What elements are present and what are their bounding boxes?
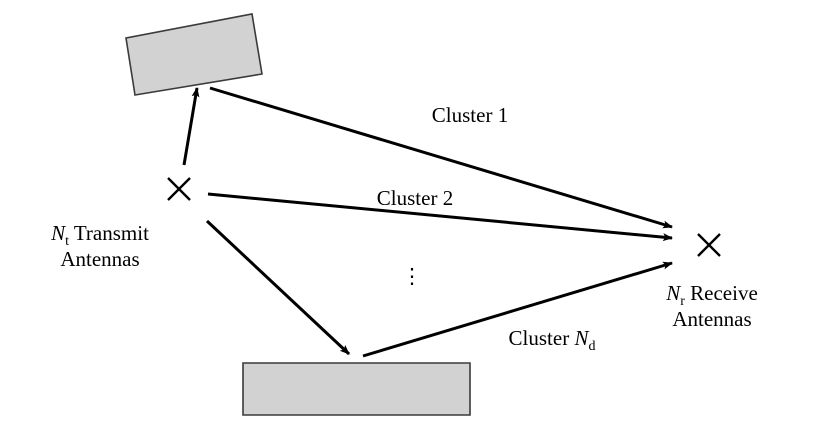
scatterer-cluster-nd [242, 362, 471, 416]
transmit-array-label-line2: Antennas [60, 247, 139, 271]
tx-to-clusternd-ray [205, 219, 351, 356]
tx-to-cluster1-ray [182, 87, 200, 166]
transmit-symbol: N [50, 221, 66, 245]
cluster-nd-label: Cluster Nd [509, 326, 596, 354]
receive-array-label-line1: Nr Receive [665, 281, 758, 309]
vertical-ellipsis: ⋮ [402, 264, 423, 288]
cluster-2-label: Cluster 2 [377, 186, 453, 210]
receive-antenna-array [697, 233, 721, 257]
cluster-nd-subscript: d [588, 339, 595, 354]
scatterer-cluster-1 [125, 13, 263, 96]
transmit-antenna-array [167, 177, 191, 201]
tx-to-rx-cluster2-ray [207, 192, 673, 242]
transmit-label-rest: Transmit [69, 221, 149, 245]
receive-array-label-line2: Antennas [672, 307, 751, 331]
transmit-subscript: t [65, 234, 69, 249]
cluster-1-label: Cluster 1 [432, 103, 508, 127]
receive-label-rest: Receive [685, 281, 758, 305]
transmit-array-label-line1: Nt Transmit [50, 221, 149, 249]
clusternd-to-rx-ray [362, 261, 673, 358]
cluster-nd-prefix: Cluster [509, 326, 575, 350]
receive-subscript: r [680, 294, 685, 309]
receive-symbol: N [665, 281, 681, 305]
cluster-nd-symbol: N [573, 326, 589, 350]
cluster1-to-rx-ray [209, 86, 673, 229]
